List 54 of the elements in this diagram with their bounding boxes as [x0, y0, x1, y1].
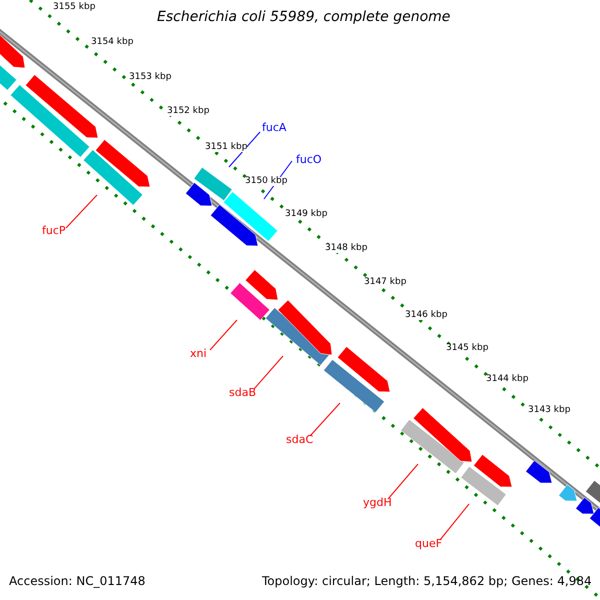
gene-bar — [278, 300, 332, 356]
leader-line — [440, 504, 470, 540]
leader-line — [254, 356, 284, 390]
gene-bar — [323, 359, 385, 413]
gene-bar — [589, 507, 600, 528]
gene-name-label: fucP — [42, 225, 66, 236]
scale-label: 3146 kbp — [405, 311, 448, 320]
gene-bar — [413, 408, 472, 462]
gene-bar — [245, 270, 278, 300]
gene-bar — [558, 484, 578, 502]
gene-bar — [525, 460, 552, 484]
scale-label: 3145 kbp — [446, 344, 488, 353]
gene-name-label: sdaC — [286, 434, 314, 445]
gene-bar — [0, 64, 17, 90]
gene-bar — [95, 139, 150, 188]
gene-bar — [460, 466, 506, 506]
scale-label: 3150 kbp — [245, 177, 288, 186]
gene-bar — [0, 34, 26, 68]
gene-name-label: queF — [415, 538, 442, 549]
leader-line — [66, 194, 98, 228]
title: Escherichia coli 55989, complete genome — [157, 10, 450, 24]
scale-label: 3153 kbp — [129, 73, 172, 82]
gene-bar — [25, 74, 98, 138]
gene-bar — [337, 346, 390, 392]
scale-label: 3151 kbp — [205, 143, 248, 152]
leader-line — [210, 320, 238, 350]
leader-line — [388, 464, 418, 500]
scale-label: 3154 kbp — [91, 38, 134, 47]
leader-line — [310, 402, 340, 436]
gene-bar — [83, 150, 143, 206]
gene-bar — [210, 204, 258, 246]
scale-label: 3143 kbp — [528, 406, 570, 415]
scale-label: 3147 kbp — [364, 278, 406, 287]
scale-label: 3148 kbp — [325, 244, 368, 253]
gene-name-label: xni — [190, 348, 207, 359]
scale-label: 3144 kbp — [486, 375, 528, 384]
gene-bar — [223, 191, 278, 242]
scale-label: 3155 kbp — [53, 3, 96, 12]
gene-bar — [230, 282, 270, 320]
accession-label: Accession: NC_011748 — [9, 575, 146, 587]
leader-line — [228, 132, 260, 168]
scale-label: 3152 kbp — [167, 107, 210, 116]
gene-bar — [400, 419, 465, 474]
gene-name-label: sdaB — [229, 387, 256, 398]
gene-bar — [194, 167, 232, 201]
gene-bar — [585, 480, 600, 504]
gene-name-label: fucA — [262, 122, 286, 133]
gene-bar — [575, 497, 594, 514]
gene-name-label: fucO — [296, 154, 322, 165]
gene-bar — [185, 182, 212, 206]
gene-name-label: ygdH — [363, 497, 392, 508]
genome-summary-label: Topology: circular; Length: 5,154,862 bp; Genes: 4,984 — [262, 575, 592, 587]
gene-bar — [473, 454, 512, 488]
gene-bar — [10, 84, 90, 158]
